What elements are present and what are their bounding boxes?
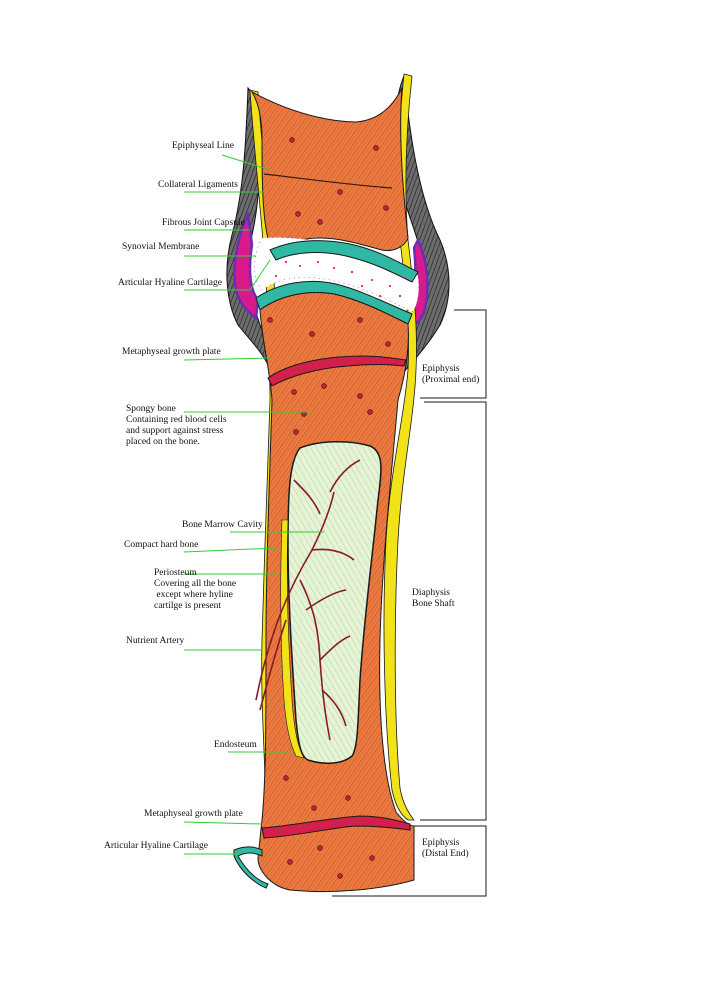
label-epiphysis-distal: Epiphysis (Distal End) — [422, 838, 469, 860]
periosteum-line-2: Covering all the bone — [154, 579, 237, 589]
spongy-bone-line-1: Spongy bone — [126, 404, 176, 414]
label-compact-hard-bone: Compact hard bone — [124, 540, 199, 550]
diaphysis-line-1: Diaphysis — [412, 588, 450, 598]
label-fibrous-joint-capsule: Fibrous Joint Capsule — [162, 218, 245, 228]
label-diaphysis: Diaphysis Bone Shaft — [412, 588, 454, 610]
periosteum-line-3: except where hyline — [154, 590, 233, 600]
epiphysis-distal-line-1: Epiphysis — [422, 838, 460, 848]
articular-cartilage-upper — [269, 240, 419, 283]
label-nutrient-artery: Nutrient Artery — [126, 636, 185, 646]
spongy-bone-line-4: placed on the bone. — [126, 437, 200, 447]
label-epiphysis-proximal: Epiphysis (Proximal end) — [422, 364, 479, 386]
label-collateral-ligaments: Collateral Ligaments — [158, 180, 238, 190]
periosteum-line-4: cartilge is present — [154, 601, 222, 611]
epiphyseal-line — [263, 173, 393, 189]
growth-plate-upper — [267, 355, 407, 387]
diaphysis-line-2: Bone Shaft — [412, 599, 455, 609]
articular-cartilage-distal — [233, 846, 269, 889]
epiphysis-proximal-line-1: Epiphysis — [422, 364, 460, 374]
label-metaphyseal-growth-plate-top: Metaphyseal growth plate — [122, 347, 221, 357]
fibrous-capsule-left — [233, 210, 260, 321]
label-articular-hyaline-cartilage-top: Articular Hyaline Cartilage — [118, 278, 222, 288]
label-epiphyseal-line: Epiphyseal Line — [172, 141, 234, 151]
region-brackets — [332, 309, 487, 897]
synovial-fluid-dots — [274, 260, 406, 298]
label-periosteum: Periosteum Covering all the bone except … — [154, 568, 236, 612]
label-bone-marrow-cavity: Bone Marrow Cavity — [182, 520, 263, 530]
epiphysis-distal-line-2: (Distal End) — [422, 849, 469, 859]
nutrient-artery — [255, 459, 361, 741]
leader-lines — [183, 154, 324, 855]
label-metaphyseal-growth-plate-bottom: Metaphyseal growth plate — [144, 809, 243, 819]
spongy-bone-dots — [267, 137, 391, 879]
endosteum — [280, 519, 305, 759]
label-spongy-bone: Spongy bone Containing red blood cells a… — [126, 404, 227, 448]
spongy-bone-line-2: Containing red blood cells — [126, 415, 227, 425]
spongy-bone-line-3: and support against stress — [126, 426, 224, 436]
epiphysis-proximal-line-2: (Proximal end) — [422, 375, 480, 385]
label-endosteum: Endosteum — [214, 740, 257, 750]
growth-plate-lower — [261, 815, 411, 839]
bone-marrow-cavity — [287, 440, 382, 764]
upper-bone — [250, 87, 409, 251]
label-synovial-membrane: Synovial Membrane — [122, 242, 200, 252]
periosteum-line-1: Periosteum — [154, 568, 197, 578]
label-articular-hyaline-cartilage-bottom: Articular Hyaline Cartilage — [104, 841, 208, 851]
